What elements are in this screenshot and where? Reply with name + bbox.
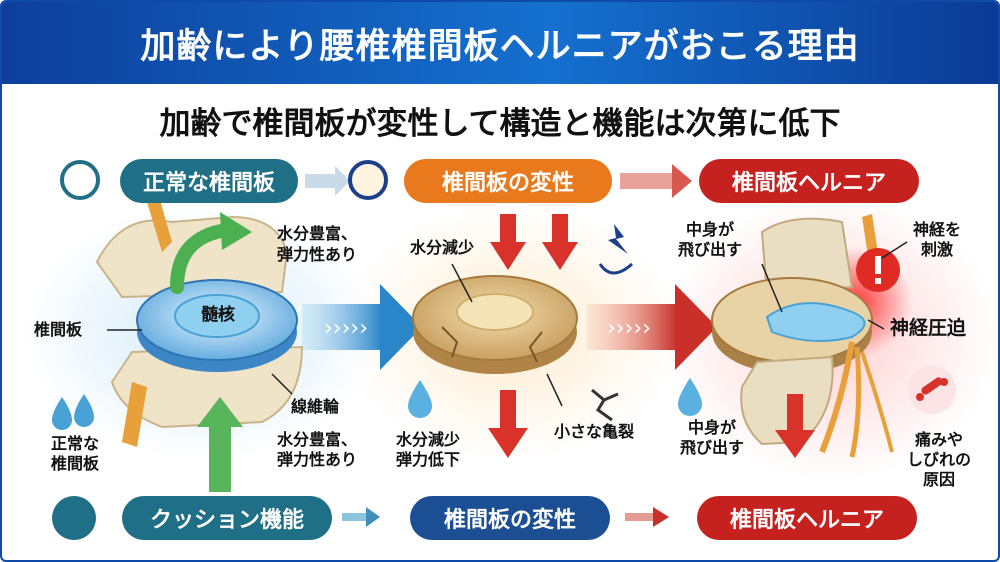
broken-bone-icon [908,366,956,414]
leader-lines [107,241,908,407]
clock-icon [60,160,100,200]
water-loss-label: 水分減少 [410,238,475,257]
hernia-drop-icon [678,378,702,416]
small-crack-label: 小さな亀裂 [554,422,635,441]
svg-text:›››››: ››››› [607,316,651,341]
header-arrow-1 [305,166,350,196]
single-drop-icon [408,380,432,418]
cushion-function-label: クッション機能 [122,496,332,540]
bottom-degeneration-label: 椎間板の変性 [410,496,610,540]
green-up-arrow-head [197,397,243,427]
nerve-stimulation-line2: 刺激 [920,240,953,259]
page-subtitle: 加齢で椎間板が変性して構造と機能は次第に低下 [159,106,841,142]
nerve-stimulation-line1: 神経を [912,220,961,239]
annulus-label: 線維輪 [291,397,340,416]
lightning-icon [598,224,634,275]
flow-arrow-1: ››››› [302,284,422,370]
degenerated-disc-illustration [412,275,578,374]
green-up-arrow-shaft [209,422,231,492]
normal-disc-caption-line1: 正常な [50,434,99,453]
green-curved-arrow [170,223,234,294]
flow-arrow-2: ››››› [587,284,717,370]
bottom-arrow-1 [342,507,380,527]
water-loss-bottom-line1: 水分減少 [396,430,461,449]
stage-hernia-label: 椎間板ヘルニア [699,159,919,203]
pop-out-bottom-line1: 中身が [687,418,736,437]
stage-normal-label: 正常な椎間板 [120,159,298,203]
water-drops-icon [52,394,94,430]
disc-label: 椎間板 [34,320,83,339]
nucleus-label: 髄核 [201,305,235,325]
bottom-arrow-2 [625,507,669,527]
water-rich-top-line1: 水分豊富、 [277,224,358,243]
pain-caption-line3: 原因 [922,470,955,489]
green-curved-arrow-head [220,212,252,250]
water-loss-bottom-line2: 弾力低下 [396,450,461,469]
nerve-compression-label: 神経圧迫 [890,317,967,339]
pop-out-top-line2: 飛び出す [677,240,742,259]
pain-caption-line1: 痛みや [914,430,963,449]
stage-degeneration-label: 椎間板の変性 [404,159,612,203]
warning-icon [856,248,900,292]
svg-text:›››››: ››››› [324,316,368,341]
bone-cross-icon [52,496,96,540]
page-title: 加齢により腰椎椎間板ヘルニアがおこる理由 [140,26,860,67]
bottom-hernia-label: 椎間板ヘルニア [697,496,917,540]
pressure-arrows [488,214,578,458]
normal-disc-caption-line2: 椎間板 [50,454,99,473]
water-rich-bottom-line2: 弾力性あり [277,450,358,469]
pop-out-bottom-line2: 飛び出す [679,438,744,457]
title-bar: 加齢により腰椎椎間板ヘルニアがおこる理由 [2,2,998,84]
pain-caption-line2: しびれの [906,450,971,469]
crack-icon [591,388,619,422]
pop-out-top-line1: 中身が [685,220,734,239]
water-rich-top-line2: 弾力性あり [277,245,358,264]
stopwatch-icon [348,160,388,200]
header-arrow-2 [620,164,692,198]
water-rich-bottom-line1: 水分豊富、 [277,430,358,449]
